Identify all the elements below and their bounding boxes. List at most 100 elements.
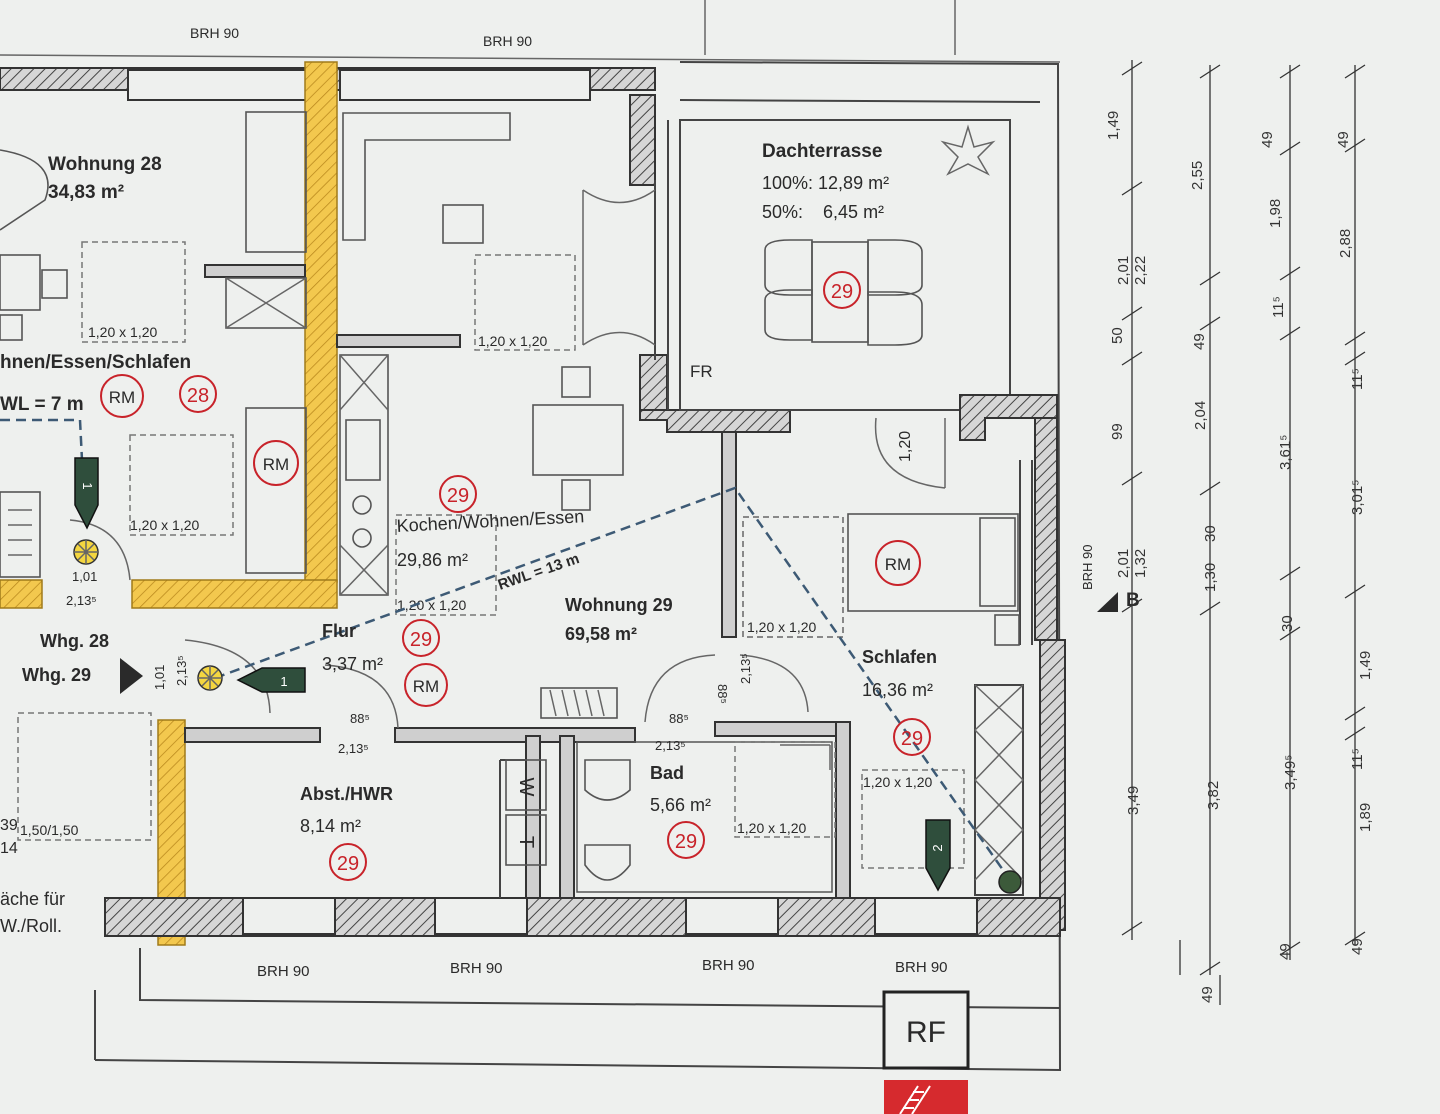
svg-text:29: 29	[675, 831, 697, 853]
room-area-schlafen: 16,36 m²	[862, 680, 933, 700]
room-name-bad: Bad	[650, 763, 684, 783]
brh-label-bottom-3: BRH 90	[702, 957, 755, 974]
roof-hatch-label: RF	[906, 1016, 946, 1049]
apartment-marker-29: 29	[667, 821, 705, 859]
dimension-chain-1: 1,49 2,01 50 99 2,01 3,49 49 2,22 1,32	[1105, 60, 1216, 1003]
window-bottom-1	[242, 897, 336, 935]
svg-text:11⁵: 11⁵	[1349, 748, 1366, 770]
svg-text:29: 29	[410, 629, 432, 651]
room-name-schlafen: Schlafen	[862, 647, 937, 667]
svg-text:1,98: 1,98	[1267, 199, 1284, 228]
brh-label-bottom-4: BRH 90	[895, 959, 948, 976]
door-width-1: 1,01	[72, 569, 97, 584]
svg-text:RM: RM	[885, 555, 911, 574]
svg-text:28: 28	[187, 385, 209, 407]
svg-text:2,55: 2,55	[1189, 161, 1206, 190]
party-wall-vertical	[304, 61, 338, 583]
room-area-abst: 8,14 m²	[300, 816, 361, 836]
room-area-flur: 3,37 m²	[322, 654, 383, 674]
rm-marker: RM	[100, 374, 144, 418]
direction-arrow-icon	[120, 658, 143, 694]
brh-label-bottom-1: BRH 90	[257, 963, 310, 980]
escape-sign-icon: 1	[74, 457, 99, 530]
svg-text:11⁵: 11⁵	[1270, 296, 1287, 318]
brh-label-top-mid: BRH 90	[483, 33, 532, 49]
dachterrasse-outline	[679, 119, 1011, 411]
svg-text:30: 30	[1202, 525, 1219, 542]
door-width-4: 88⁵	[669, 711, 689, 726]
room-name-abst: Abst./HWR	[300, 784, 393, 804]
clearance-label-6: 1,20 x 1,20	[737, 820, 806, 836]
door-height-3: 2,13⁵	[338, 741, 369, 756]
room-name-wohnen28: hnen/Essen/Schlafen	[0, 352, 191, 373]
apartment-marker-29: 29	[823, 271, 861, 309]
party-wall-horizontal	[131, 579, 338, 609]
rm-marker: RM	[875, 540, 921, 586]
window-top-2	[339, 69, 591, 101]
svg-text:3,49: 3,49	[1125, 786, 1142, 815]
dimension-chain-2: 2,55 49 2,04 1,30 30 3,82 49	[1189, 64, 1294, 976]
section-arrow-icon	[1097, 592, 1118, 612]
left-dim-b: 14	[0, 840, 18, 857]
apartment-marker-29: 29	[439, 475, 477, 513]
clearance-label-7: 1,20 x 1,20	[863, 774, 932, 790]
svg-text:49: 49	[1191, 333, 1208, 350]
door-height-5: 2,13⁵	[738, 653, 753, 684]
window-bottom-4	[874, 897, 978, 935]
rwl-7-label: WL = 7 m	[0, 394, 84, 415]
clearance-label-5: 1,20 x 1,20	[747, 619, 816, 635]
clearance-label-1: 1,20 x 1,20	[88, 324, 157, 340]
clearance-label-3: 1,20 x 1,20	[478, 333, 547, 349]
exit-point	[998, 870, 1022, 894]
brh-label-right: BRH 90	[1080, 544, 1095, 590]
svg-text:2,01: 2,01	[1115, 256, 1132, 285]
rm-marker: RM	[253, 440, 299, 486]
door-schlafen-bath	[874, 417, 946, 489]
section-marker-label: B	[1126, 590, 1140, 611]
fr-label: FR	[690, 362, 713, 381]
escape-sign-label-1: 1	[80, 482, 95, 489]
whg28-label: Whg. 28	[40, 631, 109, 651]
door-bad	[644, 654, 716, 723]
escape-sign-label-2: 1	[280, 674, 287, 689]
left-dim-a: 39	[0, 817, 18, 834]
room-area-wohnung28: 34,83 m²	[48, 182, 124, 203]
escape-sign-label-3: 2	[930, 844, 945, 851]
svg-text:29: 29	[901, 728, 923, 750]
svg-text:3,61⁵: 3,61⁵	[1277, 435, 1294, 470]
apartment-marker-29: 29	[893, 718, 931, 756]
exterior-wall-right	[1039, 639, 1066, 931]
svg-text:3,01⁵: 3,01⁵	[1349, 480, 1366, 515]
dimension-chain-4: 49 2,88 11⁵ 3,01⁵ 1,49 11⁵ 1,89 49	[1335, 64, 1374, 955]
door-schlafen	[739, 654, 809, 713]
svg-text:11⁵: 11⁵	[1349, 368, 1366, 390]
escape-route-28	[0, 418, 84, 461]
svg-text:3,49⁵: 3,49⁵	[1282, 755, 1299, 790]
svg-text:2,88: 2,88	[1337, 229, 1354, 258]
svg-text:RM: RM	[263, 455, 289, 474]
svg-text:50: 50	[1109, 327, 1126, 344]
door-height-2: 2,13⁵	[174, 655, 189, 686]
roof-hatch-box	[882, 990, 970, 1070]
ladder-sign-icon	[884, 1080, 968, 1114]
clearance-label-9: 1,50/1,50	[20, 822, 79, 838]
window-bottom-3	[685, 897, 779, 935]
room-area-bad: 5,66 m²	[650, 795, 711, 815]
svg-text:30: 30	[1279, 615, 1296, 632]
svg-text:1,89: 1,89	[1357, 803, 1374, 832]
escape-route-29	[214, 486, 1012, 881]
svg-text:29: 29	[831, 281, 853, 303]
dimension-chain-3: 49 1,98 11⁵ 3,61⁵ 30 3,49⁵	[1259, 64, 1301, 960]
dachterrasse-area-100: 100%: 12,89 m²	[762, 173, 889, 193]
brh-label-bottom-2: BRH 90	[450, 960, 503, 977]
plant-icon	[940, 124, 996, 176]
flaeche-label-2: W./Roll.	[0, 916, 62, 936]
door-width-5: 88⁵	[715, 684, 730, 704]
window-bottom-2	[434, 897, 528, 935]
room-name-wohnung28: Wohnung 28	[48, 154, 162, 175]
door-height-4: 2,13⁵	[655, 738, 686, 753]
svg-text:49: 49	[1335, 131, 1352, 148]
svg-text:1,49: 1,49	[1105, 111, 1122, 140]
escape-sign-icon: 1	[236, 667, 306, 693]
